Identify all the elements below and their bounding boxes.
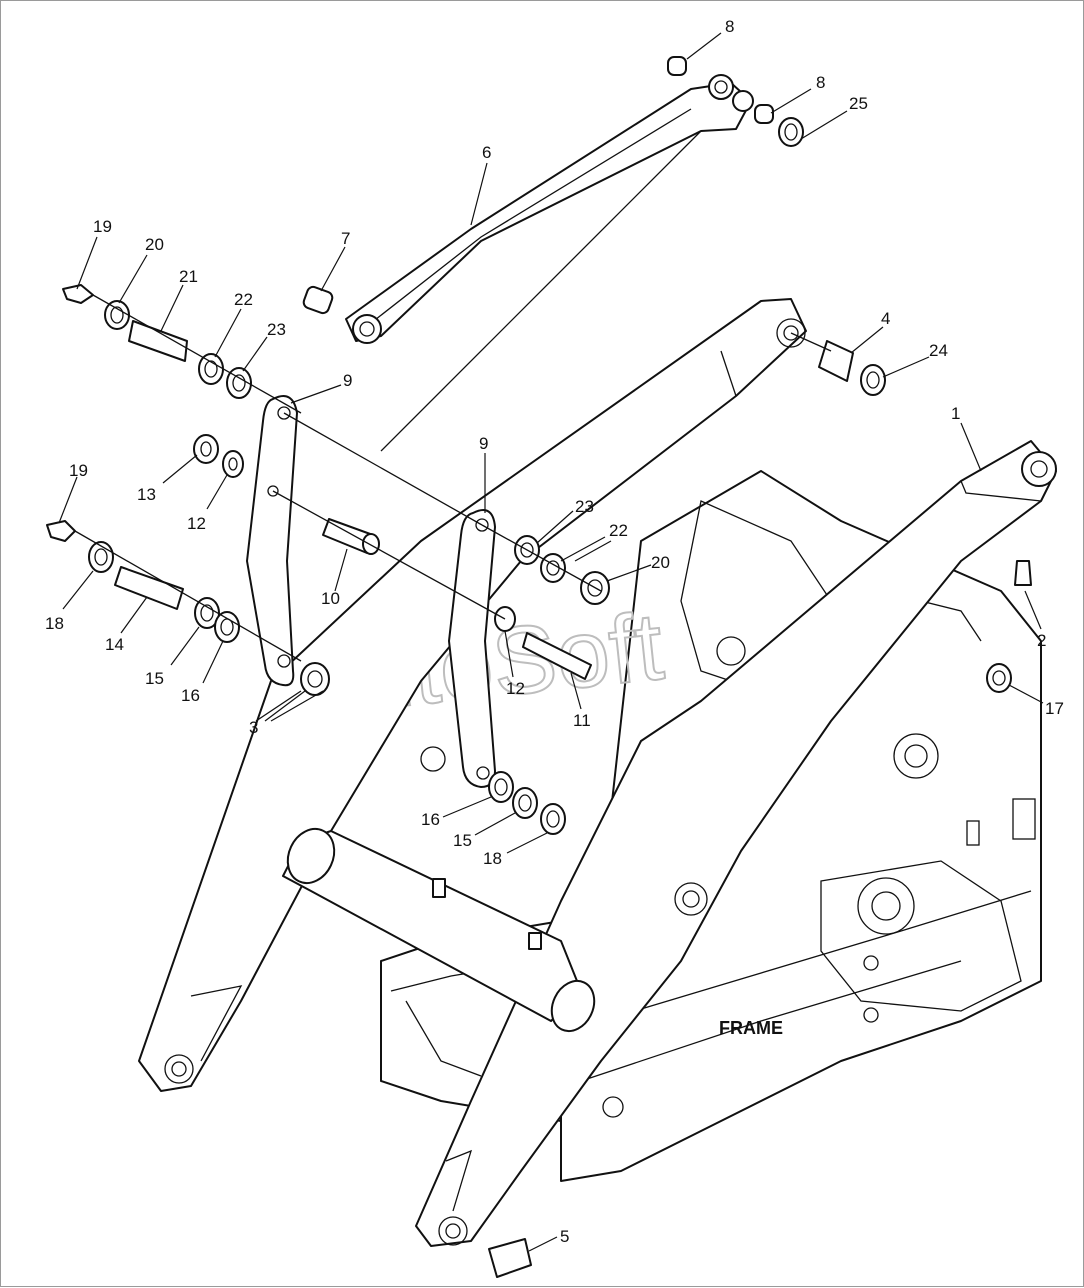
callout-2: 2: [1037, 631, 1046, 650]
callout-23-right: 23: [575, 497, 594, 516]
frame: FRAME: [380, 470, 1042, 1182]
frame-label: FRAME: [719, 1018, 783, 1038]
callout-9-left: 9: [343, 371, 352, 390]
callout-23-top: 23: [267, 320, 286, 339]
callout-10: 10: [321, 589, 340, 608]
callout-15-left: 15: [145, 669, 164, 688]
callout-14: 14: [105, 635, 124, 654]
callout-19-lower: 19: [69, 461, 88, 480]
callout-12-center: 12: [506, 679, 525, 698]
callout-8-right: 8: [816, 73, 825, 92]
callout-15-right: 15: [453, 831, 472, 850]
callout-22-top: 22: [234, 290, 253, 309]
callout-17: 17: [1045, 699, 1064, 718]
callout-22-right: 22: [609, 521, 628, 540]
callout-11: 11: [573, 711, 591, 730]
lift-arm: [138, 298, 1057, 1247]
callout-5: 5: [560, 1227, 569, 1246]
callout-21: 21: [179, 267, 198, 286]
callout-24: 24: [929, 341, 948, 360]
callout-25: 25: [849, 94, 868, 113]
callout-3: 3: [249, 718, 258, 737]
callout-19-top: 19: [93, 217, 112, 236]
callout-6: 6: [482, 143, 491, 162]
callout-16-right: 16: [421, 810, 440, 829]
link-plates: [246, 395, 496, 788]
callout-9-center: 9: [479, 434, 488, 453]
callout-7: 7: [341, 229, 350, 248]
callout-8-top: 8: [725, 17, 734, 36]
callout-13: 13: [137, 485, 156, 504]
callout-20-right: 20: [651, 553, 670, 572]
callout-12-left: 12: [187, 514, 206, 533]
callout-18-right: 18: [483, 849, 502, 868]
callout-leaders: [58, 32, 1044, 1252]
callout-16-left: 16: [181, 686, 200, 705]
callout-1: 1: [951, 404, 960, 423]
callout-4: 4: [881, 309, 890, 328]
tilt-link: [345, 74, 754, 452]
callout-20-top: 20: [145, 235, 164, 254]
callouts: 8 8 25 6 7 19 20 21 22 23 9 4 24 1 13 12…: [45, 17, 1064, 1246]
callout-18-left: 18: [45, 614, 64, 633]
assembly-lines: [74, 294, 832, 662]
